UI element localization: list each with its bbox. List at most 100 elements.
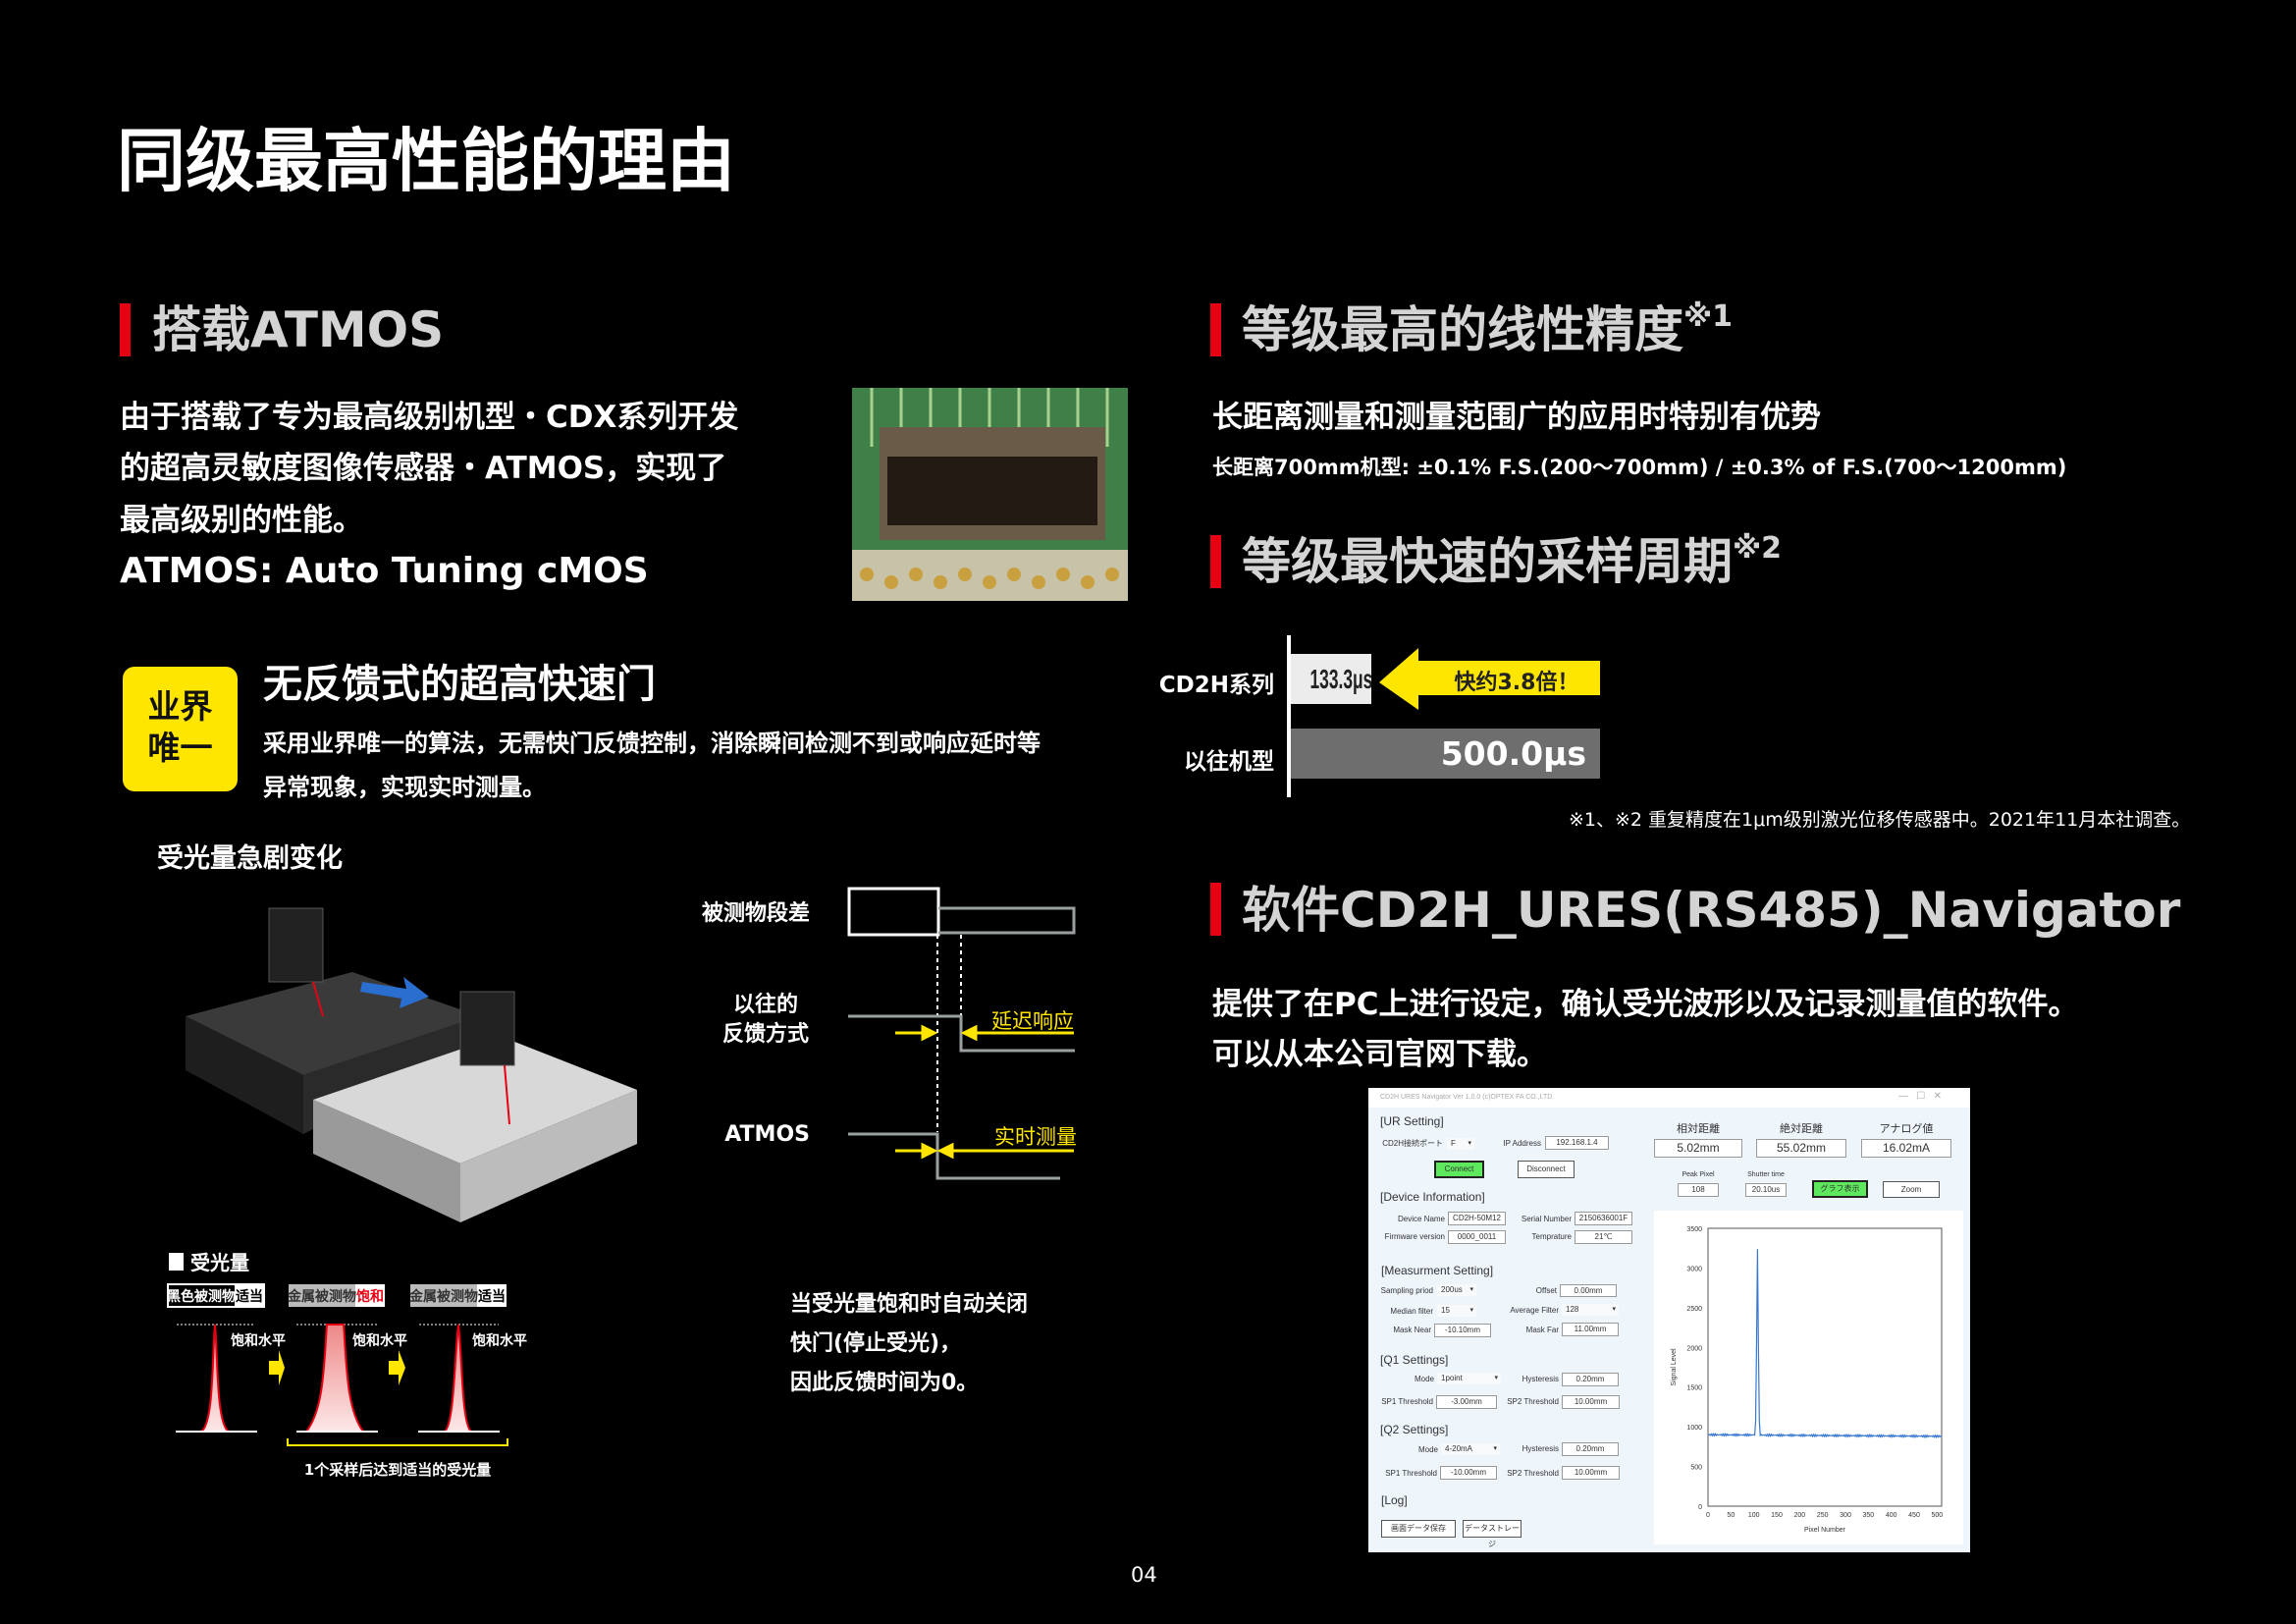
timing-diagram: 被测物段差 以往的 反馈方式 ATMOS 延迟响应 实时测量 — [702, 887, 1077, 1180]
save-screen-button[interactable]: 画面データ保存 — [1381, 1520, 1456, 1538]
q1-sp2-field[interactable]: 10.00mm — [1562, 1395, 1620, 1409]
x-axis-label: Pixel Number — [1804, 1527, 1846, 1534]
average-select[interactable]: 128 — [1562, 1304, 1619, 1316]
graph-button[interactable]: グラフ表示 — [1812, 1180, 1868, 1198]
x-tick-label: 150 — [1771, 1512, 1783, 1519]
signal-line — [1707, 1249, 1943, 1439]
q1-hys-field[interactable]: 0.20mm — [1562, 1373, 1619, 1386]
y-axis-label: Signal Level — [1671, 1348, 1678, 1386]
q2-sp1-field[interactable]: -10.00mm — [1440, 1466, 1497, 1480]
ip-field[interactable]: 192.168.1.4 — [1545, 1136, 1609, 1150]
light-desc: 因此反馈时间为0。 — [790, 1371, 979, 1395]
linearity-lead: 长距离测量和测量范围广的应用时特别有优势 — [1212, 400, 1821, 435]
zoom-button[interactable]: Zoom — [1883, 1181, 1940, 1198]
panel-object: 金属被测物 — [408, 1288, 478, 1305]
firmware-label: Firmware version — [1384, 1232, 1445, 1241]
ip-label: IP Address — [1503, 1139, 1541, 1148]
badge-line: 业界 — [147, 687, 213, 726]
legacy-label: 反馈方式 — [722, 1021, 809, 1047]
mask-near-label: Mask Near — [1393, 1326, 1431, 1334]
device-name-field: CD2H-50M12 — [1448, 1212, 1506, 1225]
median-select[interactable]: 15 — [1437, 1305, 1476, 1317]
arrow-text: 快约3.8倍！ — [1454, 671, 1579, 695]
q2-sp2-field[interactable]: 10.00mm — [1562, 1466, 1620, 1480]
realtime-label: 实时测量 — [994, 1125, 1077, 1149]
relative-distance-field: 5.02mm — [1654, 1139, 1742, 1158]
section-marker — [1210, 303, 1221, 356]
section-marker — [120, 303, 131, 356]
sensor-chip-photo — [852, 388, 1128, 601]
connect-button[interactable]: Connect — [1434, 1161, 1484, 1178]
panel-2: 金属被测物 饱和 — [287, 1284, 385, 1307]
y-tick-label: 1000 — [1686, 1425, 1702, 1432]
light-desc: 快门(停止受光)， — [790, 1331, 962, 1356]
temperature-field: 21℃ — [1575, 1230, 1632, 1244]
sampling-select[interactable]: 200us — [1437, 1284, 1476, 1296]
offset-field[interactable]: 0.00mm — [1560, 1284, 1617, 1297]
q2-hys-field[interactable]: 0.20mm — [1562, 1442, 1619, 1456]
q1-sp1-field[interactable]: -3.00mm — [1436, 1395, 1497, 1409]
sensor-illustration — [186, 907, 637, 1222]
atmos-label: ATMOS — [724, 1122, 810, 1147]
y-tick-label: 500 — [1690, 1465, 1702, 1472]
light-heading: 受光量 — [190, 1251, 249, 1274]
shutter-title: 无反馈式的超高快速门 — [263, 662, 656, 707]
x-tick-label: 300 — [1840, 1512, 1851, 1519]
mask-near-field[interactable]: -10.10mm — [1434, 1324, 1491, 1337]
atmos-heading: 搭载ATMOS — [152, 301, 445, 358]
y-tick-label: 1500 — [1686, 1385, 1702, 1392]
cd2h-bar: 133.3μs — [1291, 654, 1372, 704]
x-tick-label: 100 — [1748, 1512, 1760, 1519]
temperature-label: Temprature — [1531, 1232, 1572, 1241]
shutter-label: Shutter time — [1747, 1171, 1785, 1178]
atmos-line: 最高级别的性能。 — [120, 503, 363, 538]
mask-far-field[interactable]: 11.00mm — [1562, 1323, 1619, 1336]
x-tick-label: 0 — [1706, 1512, 1710, 1519]
disconnect-button[interactable]: Disconnect — [1518, 1161, 1575, 1178]
panel-state: 适当 — [478, 1288, 506, 1305]
port-select[interactable]: F — [1447, 1138, 1474, 1150]
illustration-caption: 受光量急剧变化 — [157, 843, 343, 874]
yellow-arrow-icon — [269, 1350, 405, 1385]
legacy-bar: 500.0μs — [1291, 729, 1600, 779]
q1-heading: [Q1 Settings] — [1380, 1353, 1449, 1367]
level-label: 饱和水平 — [352, 1332, 407, 1349]
measurement-heading: [Measurment Setting] — [1381, 1264, 1494, 1277]
data-storage-button[interactable]: データストレージ — [1463, 1520, 1522, 1548]
serial-label: Serial Number — [1521, 1215, 1572, 1223]
panel-3: 金属被测物 适当 — [408, 1284, 507, 1307]
log-heading: [Log] — [1381, 1493, 1408, 1507]
page-title: 同级最高性能的理由 — [117, 121, 735, 201]
section-marker — [1210, 883, 1221, 936]
faster-arrow-icon — [1379, 648, 1600, 710]
y-tick-label: 2000 — [1686, 1345, 1702, 1352]
footnote: ※1、※2 重复精度在1μm级别激光位移传感器中。2021年11月本社调查。 — [1569, 809, 2191, 831]
unique-badge: 业界唯一 — [123, 667, 238, 791]
ur-heading: [UR Setting] — [1380, 1114, 1444, 1128]
linearity-heading: 等级最高的线性精度※1 — [1242, 302, 1733, 358]
linearity-spec: 长距离700mm机型: ±0.1% F.S.(200～700mm) / ±0.3… — [1212, 456, 2067, 479]
firmware-field: 0000_0011 — [1448, 1230, 1506, 1244]
q2-mode-select[interactable]: 4-20mA — [1441, 1443, 1500, 1455]
offset-label: Offset — [1535, 1286, 1557, 1295]
axis-line — [1287, 635, 1291, 797]
software-line: 提供了在PC上进行设定，确认受光波形以及记录测量值的软件。 — [1212, 987, 2079, 1022]
level-label: 饱和水平 — [231, 1332, 286, 1349]
readout-label: 相対距離 — [1677, 1123, 1720, 1135]
bracket-caption: 1个采样后达到适当的受光量 — [304, 1461, 491, 1479]
mask-far-label: Mask Far — [1525, 1326, 1559, 1334]
x-tick-label: 200 — [1793, 1512, 1805, 1519]
panel-state: 饱和 — [356, 1288, 384, 1305]
q1-mode-label: Mode — [1414, 1375, 1434, 1383]
q2-sp1-label: SP1 Threshold — [1385, 1469, 1437, 1478]
window-controls: — ☐ ✕ — [1898, 1091, 1943, 1102]
atmos-definition: ATMOS: Auto Tuning cMOS — [120, 551, 649, 591]
light-amount-diagram: 受光量 黑色被测物 适当 金属被测物 饱和 金属被测物 适当 饱和水平饱和水平饱… — [167, 1251, 527, 1479]
q2-heading: [Q2 Settings] — [1380, 1423, 1449, 1436]
q1-mode-select[interactable]: 1point — [1437, 1373, 1501, 1384]
software-line: 可以从本公司官网下载。 — [1212, 1037, 1547, 1072]
page-number: 04 — [1131, 1563, 1157, 1587]
sampling-heading: 等级最快速的采样周期※2 — [1242, 533, 1782, 590]
heading-text: 等级最快速的采样周期 — [1242, 533, 1733, 590]
plot-frame — [1707, 1227, 1943, 1507]
